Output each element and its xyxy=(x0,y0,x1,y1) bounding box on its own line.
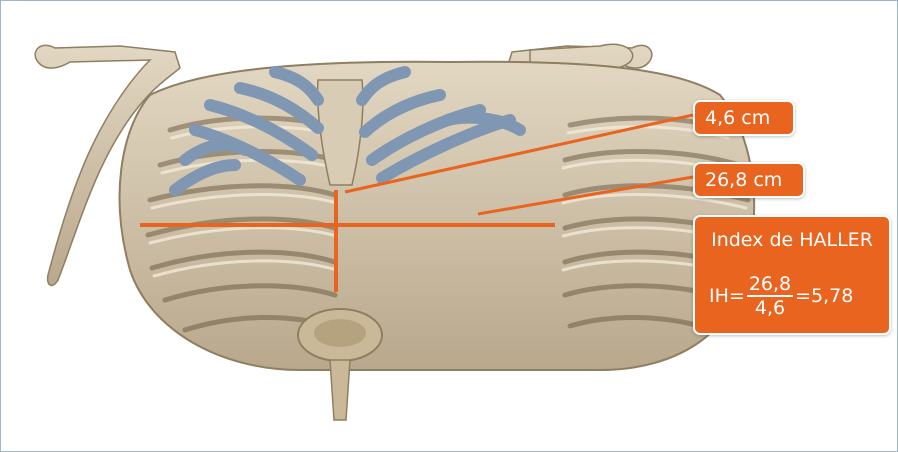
haller-index-card: Index de HALLER IH= 26,8 4,6 =5,78 xyxy=(693,215,891,335)
formula-result: =5,78 xyxy=(795,285,853,307)
formula-prefix: IH= xyxy=(709,285,745,307)
formula-denominator: 4,6 xyxy=(755,297,785,319)
ap-measurement-label: 4,6 cm xyxy=(693,100,795,136)
haller-index-title: Index de HALLER xyxy=(695,229,889,251)
transverse-measurement-label: 26,8 cm xyxy=(693,162,805,198)
formula-fraction: 26,8 4,6 xyxy=(747,273,793,319)
haller-formula: IH= 26,8 4,6 =5,78 xyxy=(709,273,853,319)
formula-numerator: 26,8 xyxy=(747,273,793,295)
